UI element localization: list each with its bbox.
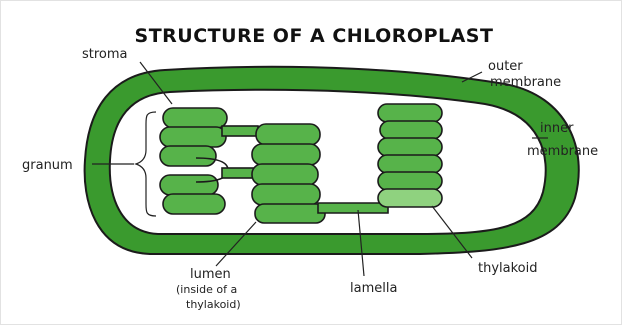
label-inner-membrane-2: membrane <box>527 144 598 159</box>
granum-middle <box>252 124 325 223</box>
label-lamella: lamella <box>350 281 397 296</box>
label-granum: granum <box>22 158 73 173</box>
label-outer-membrane-2: membrane <box>490 75 561 90</box>
label-inner-membrane-1: inner <box>540 121 574 136</box>
diagram-title: STRUCTURE OF A CHLOROPLAST <box>135 25 494 47</box>
label-stroma: stroma <box>82 47 128 62</box>
label-outer-membrane-1: outer <box>488 59 523 74</box>
thylakoid <box>378 189 442 207</box>
label-lumen-3: thylakoid) <box>186 298 241 311</box>
label-lumen-1: lumen <box>190 267 231 282</box>
granum-right <box>378 104 442 207</box>
label-thylakoid: thylakoid <box>478 261 538 276</box>
label-lumen-2: (inside of a <box>176 283 237 296</box>
lamella <box>318 203 388 213</box>
granum-left <box>160 108 228 214</box>
